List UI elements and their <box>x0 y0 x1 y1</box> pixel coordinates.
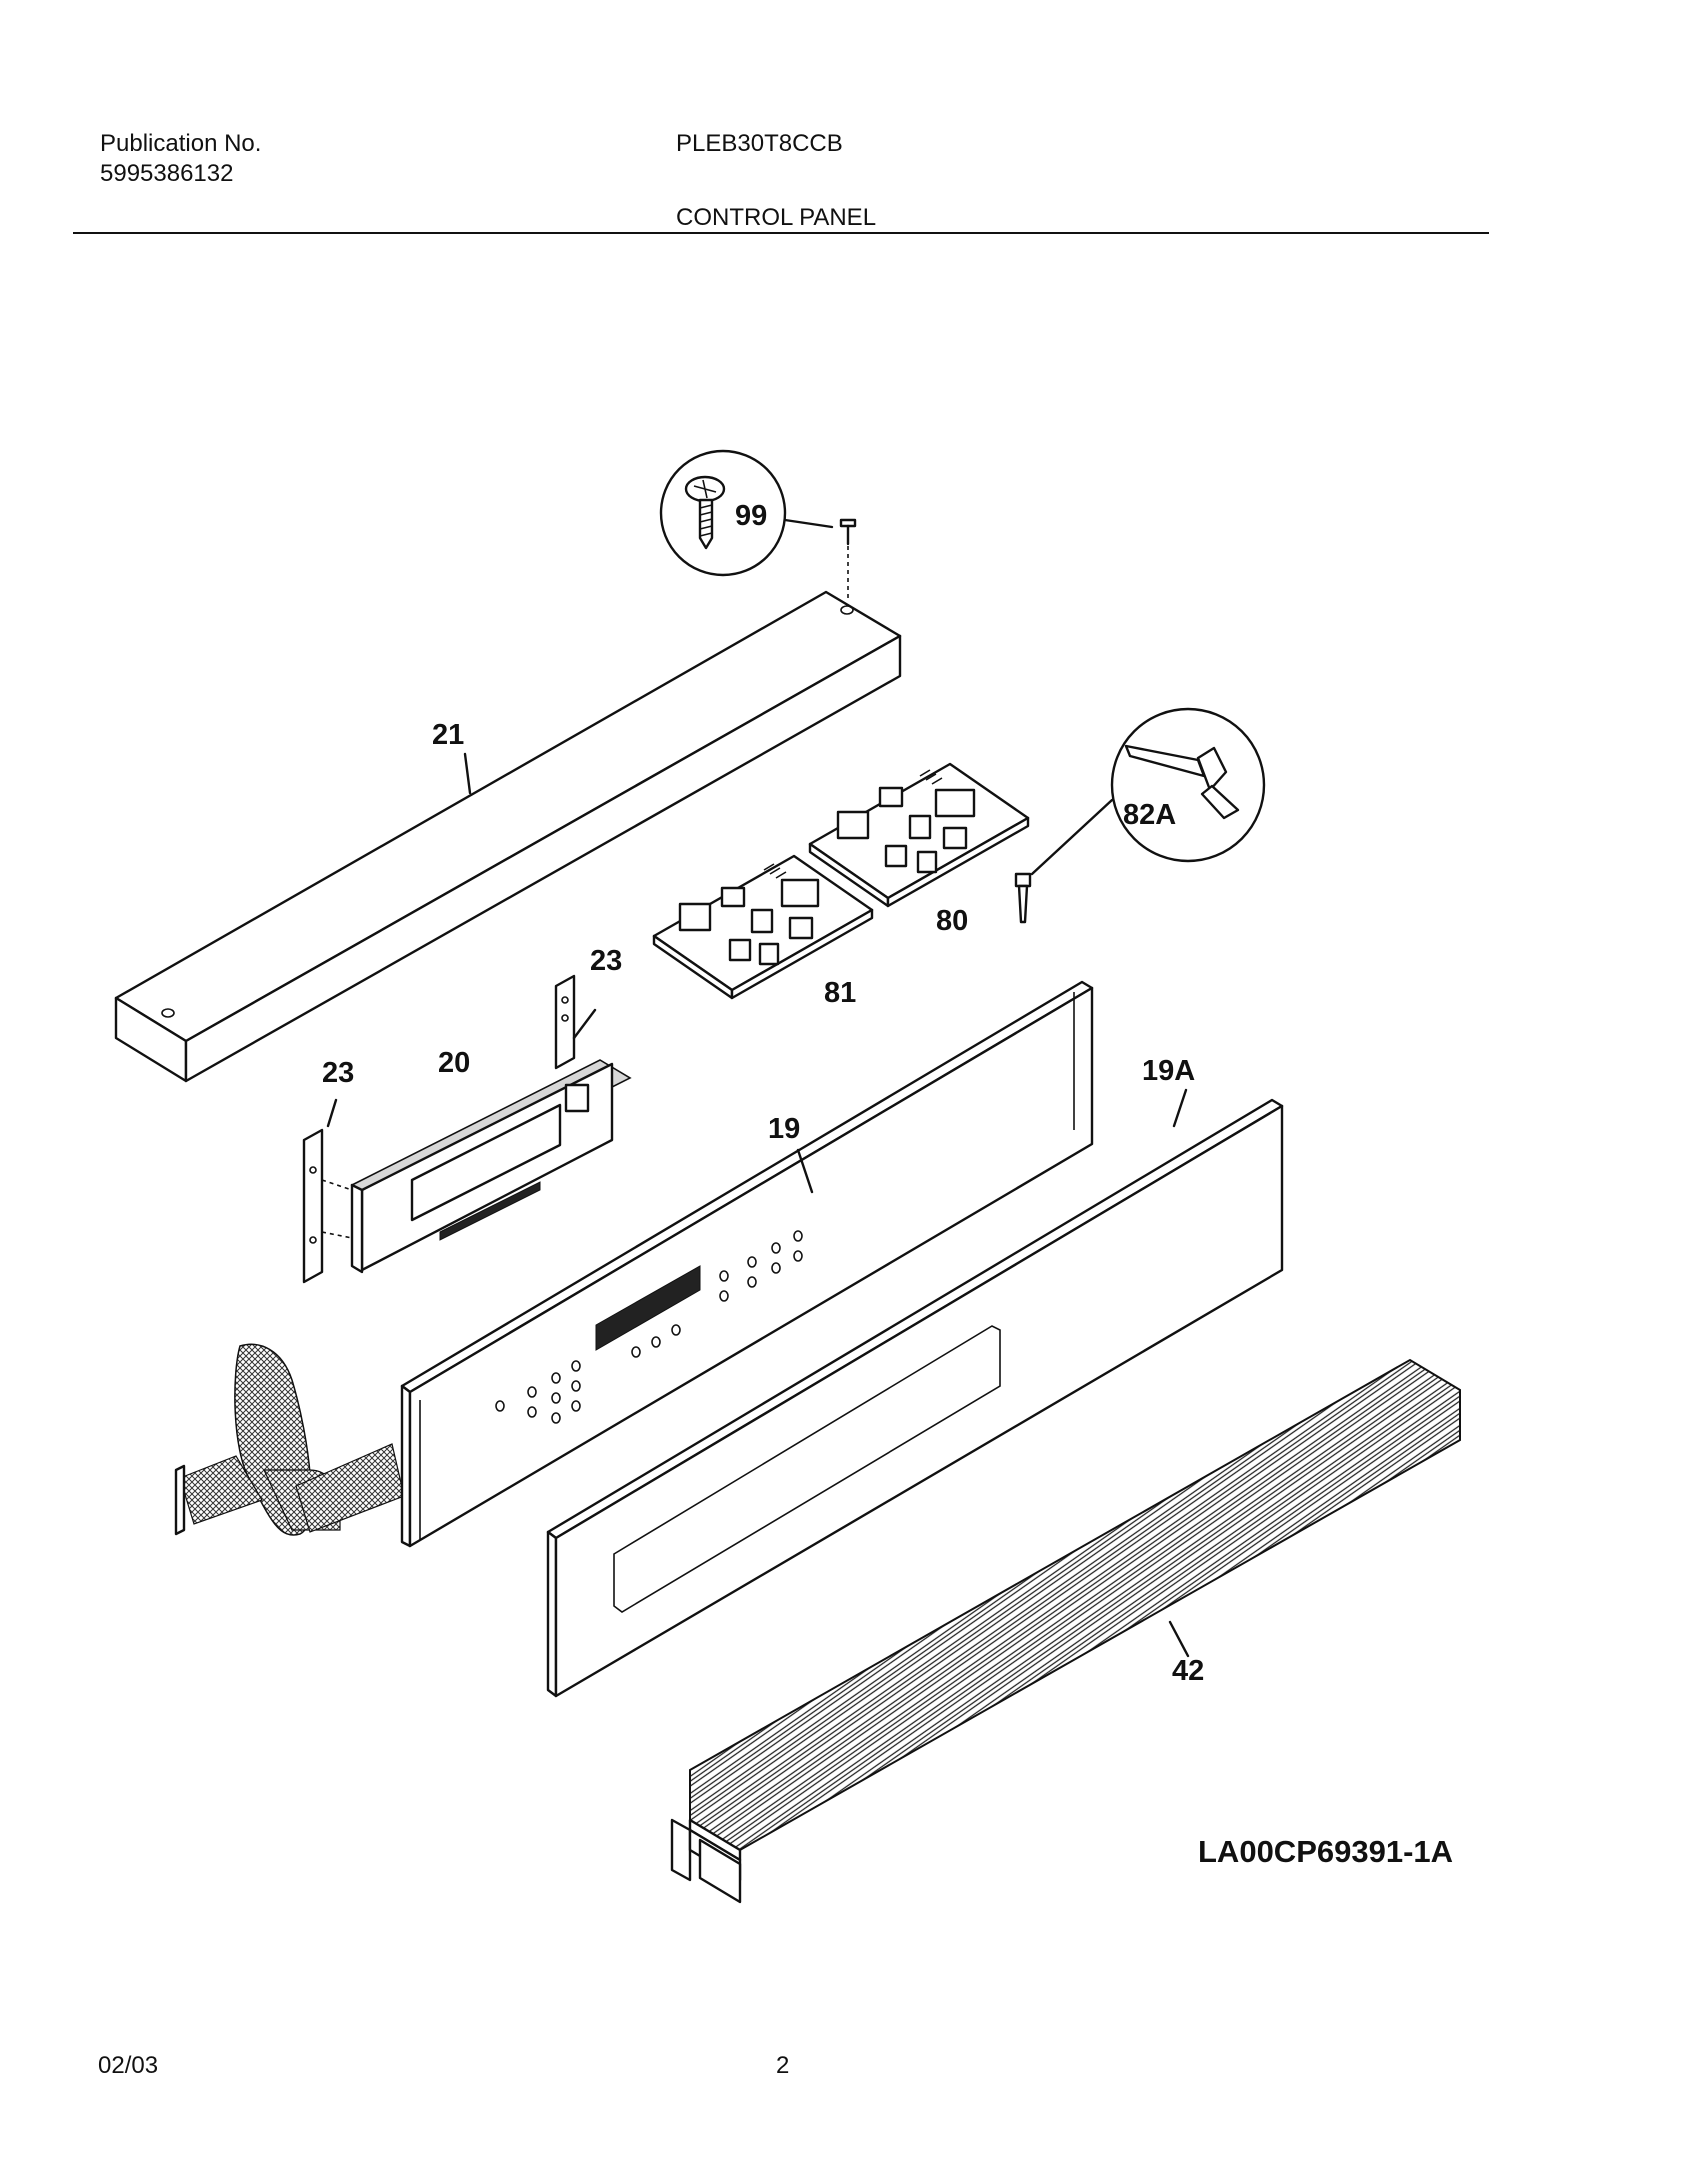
part-99-screw <box>659 449 857 600</box>
callout-82a: 82A <box>1123 799 1176 831</box>
callout-42: 42 <box>1172 1655 1204 1687</box>
publication-number: 5995386132 <box>100 160 234 187</box>
part-81-circuit-board <box>652 854 874 1000</box>
ribbon-cable <box>174 1343 405 1536</box>
publication-label: Publication No. <box>100 130 262 157</box>
callout-19a: 19A <box>1142 1055 1195 1087</box>
footer-date: 02/03 <box>98 2052 159 2079</box>
part-19a-overlay-panel <box>546 1088 1284 1698</box>
part-82a-clip <box>1014 707 1266 924</box>
part-20-display-module <box>350 1059 632 1274</box>
model-number: PLEB30T8CCB <box>676 130 843 157</box>
part-19-control-panel <box>400 980 1094 1548</box>
callout-23-lower: 23 <box>322 1057 354 1089</box>
part-23-bracket-right <box>554 974 597 1070</box>
callout-19: 19 <box>768 1113 800 1145</box>
part-80-circuit-board <box>808 762 1030 908</box>
callout-23-upper: 23 <box>590 945 622 977</box>
part-42-trim-rail <box>670 1358 1461 1904</box>
footer-page-number: 2 <box>776 2052 790 2079</box>
callout-21: 21 <box>432 719 464 751</box>
header-rule <box>73 232 1489 234</box>
callout-99: 99 <box>735 500 767 532</box>
part-21-trim-bar <box>114 590 902 1083</box>
callout-80: 80 <box>936 905 968 937</box>
callout-81: 81 <box>824 977 856 1009</box>
part-23-bracket-left <box>302 1098 353 1284</box>
callout-20: 20 <box>438 1047 470 1079</box>
diagram-code: LA00CP69391-1A <box>1198 1834 1453 1869</box>
section-title: CONTROL PANEL <box>676 204 877 231</box>
